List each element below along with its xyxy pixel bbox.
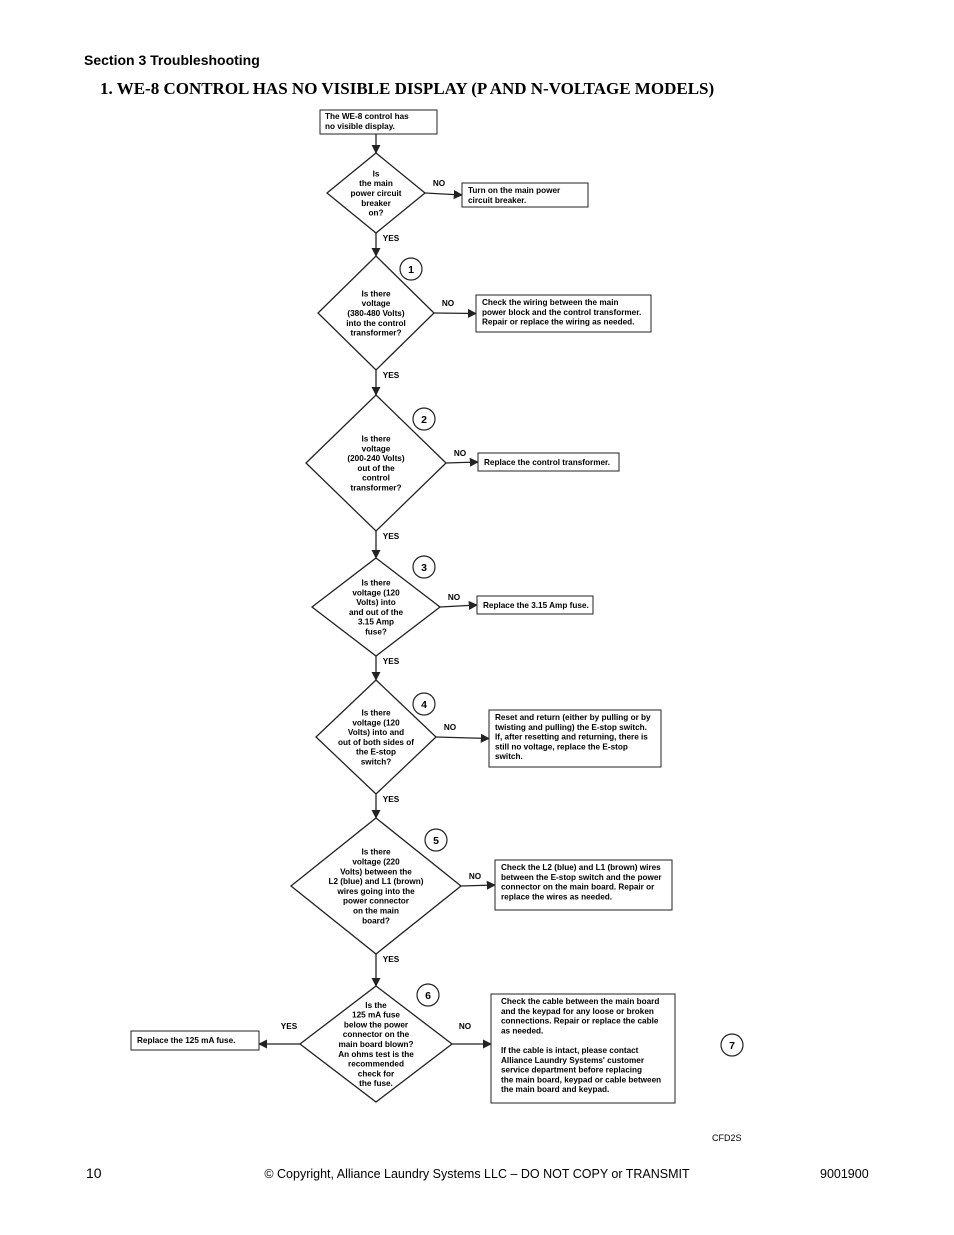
document-number: 9001900 xyxy=(820,1167,869,1181)
no-arrow-d5 xyxy=(460,880,496,890)
no-arrow-d1 xyxy=(433,308,477,318)
step-number: 6 xyxy=(425,990,431,1002)
step-marker-5 xyxy=(424,828,448,852)
step-number: 1 xyxy=(408,264,414,276)
copyright-notice: © Copyright, Alliance Laundry Systems LL… xyxy=(264,1167,690,1181)
step-number: 4 xyxy=(421,699,427,711)
no-arrow-d2 xyxy=(445,457,479,467)
action-text-a4: Reset and return (either by pulling or b… xyxy=(495,713,651,761)
no-label: NO xyxy=(448,593,461,602)
action-text-a5: Check the L2 (blue) and L1 (brown) wires… xyxy=(501,863,662,901)
no-label: NO xyxy=(459,1022,472,1031)
action-box-a3 xyxy=(476,595,594,615)
decision-d1 xyxy=(317,255,435,371)
no-label: NO xyxy=(442,299,455,308)
step-number: 3 xyxy=(421,562,427,574)
section-header: Section 3 Troubleshooting xyxy=(84,52,260,68)
decision-d6 xyxy=(298,985,454,1103)
decision-d3 xyxy=(310,557,442,657)
action-text-a3: Replace the 3.15 Amp fuse. xyxy=(483,601,589,610)
action-box-a2 xyxy=(477,452,620,472)
step-marker-2 xyxy=(412,407,436,431)
step-marker-4 xyxy=(412,692,436,716)
yes-label: YES xyxy=(383,955,400,964)
decision-d0 xyxy=(325,152,427,234)
action-box-a1 xyxy=(475,294,652,333)
no-label: NO xyxy=(469,872,482,881)
action-box-a0 xyxy=(461,182,589,208)
no-label: NO xyxy=(454,449,467,458)
start-box xyxy=(319,109,438,135)
figure-code: CFD2S xyxy=(712,1133,742,1143)
no-arrow-d3 xyxy=(439,600,478,610)
action-text-a7: Replace the 125 mA fuse. xyxy=(137,1036,235,1045)
no-label: NO xyxy=(433,179,446,188)
step-number: 5 xyxy=(433,835,439,847)
step-marker-6 xyxy=(416,983,440,1007)
yes-label: YES xyxy=(383,532,400,541)
yes-label: YES xyxy=(383,371,400,380)
decision-d4 xyxy=(315,679,437,795)
step-number: 7 xyxy=(729,1040,735,1052)
action-box-a4 xyxy=(488,709,662,768)
action-box-a5 xyxy=(494,859,673,911)
yes-label: YES xyxy=(383,657,400,666)
no-arrow-d0 xyxy=(424,190,463,200)
yes-label: YES xyxy=(281,1022,298,1031)
step-marker-7 xyxy=(720,1033,744,1057)
no-label: NO xyxy=(444,723,457,732)
decision-d5 xyxy=(289,817,463,955)
step-number: 2 xyxy=(421,414,427,426)
page-title: 1. WE-8 CONTROL HAS NO VISIBLE DISPLAY (… xyxy=(100,79,715,98)
action-box-a7 xyxy=(130,1030,260,1051)
action-text-a2: Replace the control transformer. xyxy=(484,458,610,467)
page-number: 10 xyxy=(86,1165,102,1181)
connector-lines xyxy=(258,134,496,1049)
step-marker-1 xyxy=(399,257,423,281)
no-arrow-d4 xyxy=(435,733,490,743)
step-marker-3 xyxy=(412,555,436,579)
action-box-a6 xyxy=(490,993,676,1104)
decision-d2 xyxy=(305,394,447,532)
yes-label: YES xyxy=(383,795,400,804)
yes-label: YES xyxy=(383,234,400,243)
